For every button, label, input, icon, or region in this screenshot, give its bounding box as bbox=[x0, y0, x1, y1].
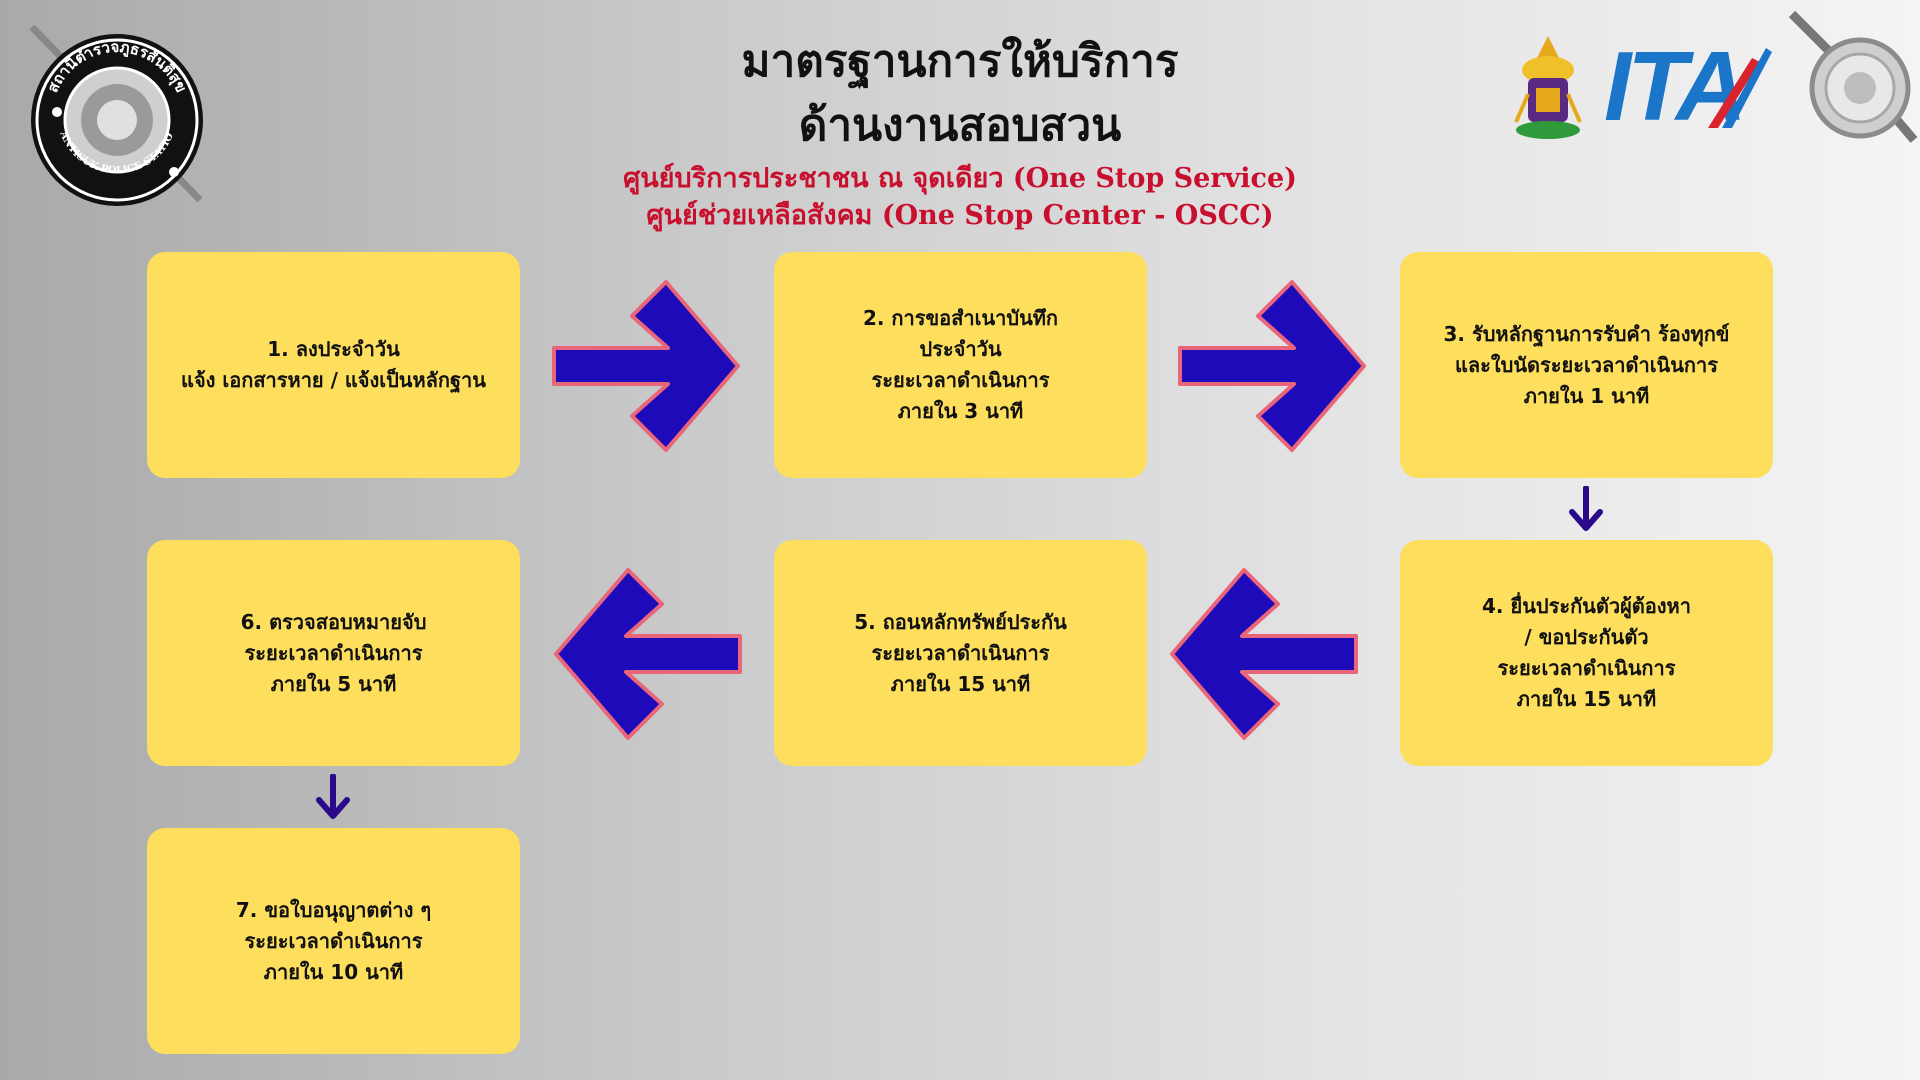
step-box-5: 5. ถอนหลักทรัพย์ประกันระยะเวลาดำเนินการภ… bbox=[774, 540, 1147, 766]
magnifier-seal-icon bbox=[1788, 10, 1918, 143]
royal-emblem-icon bbox=[1514, 36, 1582, 139]
step-box-4: 4. ยื่นประกันตัวผู้ต้องหา / ขอประกันตัวระ… bbox=[1400, 540, 1773, 766]
step-4-line-1: 4. ยื่นประกันตัวผู้ต้องหา bbox=[1482, 594, 1691, 618]
arrow-down-icon bbox=[1569, 486, 1603, 531]
step-box-7: 7. ขอใบอนุญาตต่าง ๆระยะเวลาดำเนินการภายใ… bbox=[147, 828, 520, 1054]
subtitle-line-1: ศูนย์บริการประชาชน ณ จุดเดียว (One Stop … bbox=[623, 163, 1297, 194]
step-6-line-2: ระยะเวลาดำเนินการ bbox=[244, 640, 423, 665]
arrow-right-icon bbox=[1178, 280, 1366, 452]
police-seal-icon: สถานีตำรวจภูธรสันติสุข SANTISUK POLICE S… bbox=[22, 22, 203, 206]
arrow-left-icon bbox=[1170, 568, 1358, 740]
step-box-6: 6. ตรวจสอบหมายจับระยะเวลาดำเนินการภายใน … bbox=[147, 540, 520, 766]
step-box-3: 3. รับหลักฐานการรับคำ ร้องทุกข์และใบนัดร… bbox=[1400, 252, 1773, 478]
step-3-line-3: ภายใน 1 นาที bbox=[1523, 383, 1650, 408]
step-4-line-3: ระยะเวลาดำเนินการ bbox=[1497, 656, 1676, 680]
ita-swoosh-icon bbox=[1708, 48, 1772, 128]
step-2-line-3: ระยะเวลาดำเนินการ bbox=[871, 368, 1050, 392]
page-title: มาตรฐานการให้บริการ ด้านงานสอบสวน bbox=[560, 30, 1360, 158]
subtitle-line-2: ศูนย์ช่วยเหลือสังคม (One Stop Center - O… bbox=[646, 200, 1274, 231]
arrow-down-icon bbox=[316, 774, 350, 819]
arrow-right-icon bbox=[552, 280, 740, 452]
step-5-line-2: ระยะเวลาดำเนินการ bbox=[871, 640, 1050, 665]
step-4-line-2: / ขอประกันตัว bbox=[1524, 625, 1649, 649]
step-6-line-3: ภายใน 5 นาที bbox=[270, 671, 397, 696]
step-box-2: 2. การขอสำเนาบันทึกประจำวันระยะเวลาดำเนิ… bbox=[774, 252, 1147, 478]
step-5-line-1: 5. ถอนหลักทรัพย์ประกัน bbox=[854, 609, 1067, 634]
step-2-line-2: ประจำวัน bbox=[919, 337, 1002, 361]
step-3-line-2: และใบนัดระยะเวลาดำเนินการ bbox=[1454, 352, 1718, 377]
title-line-1: มาตรฐานการให้บริการ bbox=[741, 36, 1179, 87]
arrow-left-icon bbox=[554, 568, 742, 740]
step-3-line-1: 3. รับหลักฐานการรับคำ ร้องทุกข์ bbox=[1443, 321, 1730, 346]
step-1-line-2: แจ้ง เอกสารหาย / แจ้งเป็นหลักฐาน bbox=[181, 368, 486, 392]
step-1-line-1: 1. ลงประจำวัน bbox=[267, 337, 400, 361]
step-6-line-1: 6. ตรวจสอบหมายจับ bbox=[240, 609, 427, 634]
step-2-line-1: 2. การขอสำเนาบันทึก bbox=[862, 306, 1059, 330]
title-line-2: ด้านงานสอบสวน bbox=[798, 100, 1122, 151]
step-5-line-3: ภายใน 15 นาที bbox=[890, 671, 1031, 696]
step-7-line-2: ระยะเวลาดำเนินการ bbox=[244, 928, 423, 953]
page-subtitle: ศูนย์บริการประชาชน ณ จุดเดียว (One Stop … bbox=[460, 160, 1460, 234]
step-7-line-3: ภายใน 10 นาที bbox=[263, 959, 404, 984]
step-7-line-1: 7. ขอใบอนุญาตต่าง ๆ bbox=[235, 897, 432, 922]
step-4-line-4: ภายใน 15 นาที bbox=[1516, 687, 1657, 711]
step-2-line-4: ภายใน 3 นาที bbox=[897, 399, 1024, 423]
step-box-1: 1. ลงประจำวันแจ้ง เอกสารหาย / แจ้งเป็นหล… bbox=[147, 252, 520, 478]
